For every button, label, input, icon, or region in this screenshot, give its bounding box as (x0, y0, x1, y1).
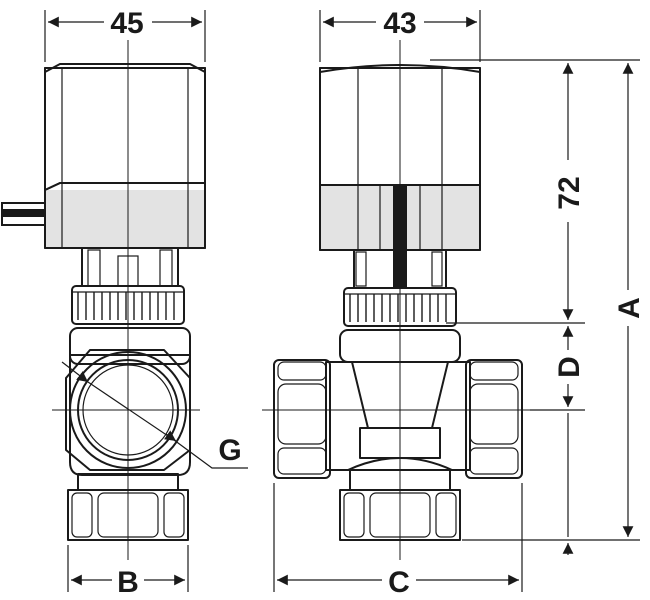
left-port (273, 359, 331, 479)
dimension-D: D (530, 326, 586, 411)
dimension-label-B: B (117, 566, 139, 599)
dimension-label-D: D (553, 356, 586, 378)
centerlines-right (262, 40, 560, 560)
left-view (1, 40, 248, 560)
dimension-45: 45 (44, 4, 206, 62)
dimension-label-G: G (218, 434, 241, 467)
thread-leader (61, 361, 248, 469)
dimension-G: G (218, 434, 241, 467)
dimension-A: A (462, 62, 646, 555)
dimension-72: 72 (430, 59, 640, 324)
centerlines-left (52, 40, 200, 560)
actuator-head-left (44, 63, 206, 249)
dimension-label-72: 72 (553, 176, 586, 209)
dimension-label-A: A (613, 297, 646, 319)
dimension-label-43: 43 (383, 7, 416, 40)
valve-body-right (325, 329, 471, 471)
dimension-43: 43 (319, 4, 481, 62)
dimension-label-C: C (388, 566, 410, 599)
dimension-B: B (67, 545, 189, 599)
neck-left (81, 247, 179, 287)
right-view (262, 40, 560, 560)
dimension-label-45: 45 (110, 7, 143, 40)
cable (1, 202, 51, 226)
dimension-C: C (273, 483, 523, 599)
right-port (465, 359, 523, 479)
